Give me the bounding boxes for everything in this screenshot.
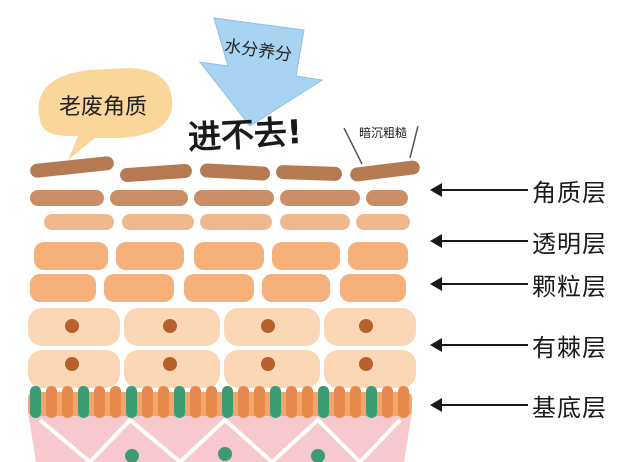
- spinosum-nucleus: [163, 319, 177, 333]
- arrow-spinosum: [430, 338, 528, 352]
- basal-cell: [78, 386, 89, 418]
- spinosum-nucleus: [261, 357, 275, 371]
- bubble-text: 老废角质: [59, 95, 147, 120]
- old-keratin-bubble: [38, 68, 173, 160]
- lucidum-cell: [122, 214, 194, 230]
- corneum-cell: [366, 190, 408, 206]
- basal-cell: [206, 386, 217, 418]
- cell-layers: [28, 156, 420, 418]
- granulosum-cell: [116, 242, 184, 270]
- blocked-text: 进不去!: [187, 112, 303, 157]
- rough-text: 暗沉粗糙: [359, 125, 407, 140]
- rough-mark-left: [343, 127, 363, 165]
- corneum-cell: [110, 190, 188, 206]
- spinosum-nucleus: [65, 357, 79, 371]
- arrow-granulosum: [430, 277, 528, 291]
- basal-cell: [398, 386, 409, 418]
- basal-cell: [366, 386, 377, 418]
- basal-cell: [254, 386, 265, 418]
- corneum-flake: [30, 156, 114, 178]
- label-corneum: 角质层: [532, 179, 607, 207]
- corneum-cell: [30, 190, 104, 206]
- water-nutrient-arrow: [198, 17, 324, 127]
- lucidum-cell: [280, 214, 350, 230]
- dermis-layer: [28, 412, 412, 462]
- basal-cell: [30, 386, 41, 418]
- label-granulosum: 颗粒层: [532, 273, 607, 301]
- basal-cell: [142, 386, 153, 418]
- basal-cell: [270, 386, 281, 418]
- granulosum-cell: [340, 274, 406, 302]
- dermis-papillae-line: [38, 417, 402, 462]
- corneum-flake: [276, 165, 342, 181]
- corneum-flake: [120, 163, 192, 183]
- basal-cell: [62, 386, 73, 418]
- spinosum-nucleus: [65, 319, 79, 333]
- corneum-cell: [280, 190, 360, 206]
- basal-cell: [286, 386, 297, 418]
- arrow-corneum: [430, 183, 528, 197]
- basal-cell: [382, 386, 393, 418]
- spinosum-nucleus: [359, 357, 373, 371]
- basal-cell: [238, 386, 249, 418]
- label-spinosum: 有棘层: [532, 334, 607, 362]
- granulosum-cell: [30, 274, 96, 302]
- label-basal: 基底层: [532, 394, 607, 422]
- granulosum-cell: [104, 274, 174, 302]
- basal-cell: [350, 386, 361, 418]
- basal-cell: [110, 386, 121, 418]
- granulosum-cell: [34, 242, 108, 270]
- granulosum-cell: [262, 274, 330, 302]
- granulosum-cell: [184, 274, 254, 302]
- lucidum-cell: [44, 214, 114, 230]
- lucidum-cell: [200, 214, 272, 230]
- arrow-basal: [430, 398, 528, 412]
- basal-cell: [46, 386, 57, 418]
- corneum-cell: [194, 190, 274, 206]
- spinosum-nucleus: [163, 357, 177, 371]
- basal-cell: [158, 386, 169, 418]
- granulosum-cell: [194, 242, 264, 270]
- lucidum-cell: [356, 214, 410, 230]
- arrow-lucidum: [430, 234, 528, 248]
- spinosum-nucleus: [261, 319, 275, 333]
- basal-band: [28, 392, 412, 416]
- dermis-cell: [125, 449, 139, 462]
- granulosum-cell: [348, 242, 408, 270]
- basal-cell: [190, 386, 201, 418]
- basal-cell: [126, 386, 137, 418]
- corneum-flake: [200, 163, 270, 181]
- spinosum-nucleus: [359, 319, 373, 333]
- basal-cell: [318, 386, 329, 418]
- corneum-flake: [350, 160, 420, 182]
- granulosum-cell: [272, 242, 340, 270]
- dermis-cell: [311, 449, 325, 462]
- basal-cell: [94, 386, 105, 418]
- dermis-cell: [218, 447, 232, 461]
- rough-mark-right: [409, 125, 419, 159]
- basal-cell: [222, 386, 233, 418]
- basal-cell: [174, 386, 185, 418]
- label-lucidum: 透明层: [532, 230, 607, 258]
- basal-cell: [334, 386, 345, 418]
- basal-cell: [302, 386, 313, 418]
